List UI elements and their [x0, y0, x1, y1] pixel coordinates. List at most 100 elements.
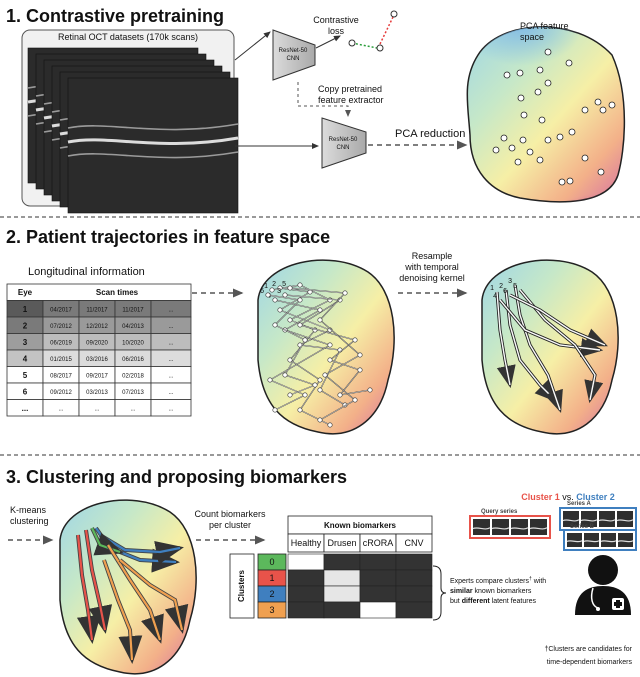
biomarker-col-header: cRORA [363, 538, 394, 548]
resample-label-1: Resample [412, 251, 453, 261]
table-cell-time: ... [168, 374, 173, 380]
raw-trajectory: 6 [260, 288, 318, 398]
heatmap-cell [323, 585, 361, 603]
oct-scan-stack [27, 47, 239, 214]
pca-points [492, 48, 616, 186]
pca-point [581, 106, 589, 114]
table-cell-time: ... [168, 407, 173, 413]
heatmap-cell [287, 569, 325, 587]
pca-point [544, 136, 552, 144]
contrastive-loss-glyph [348, 10, 398, 52]
table-cell-time: ... [58, 407, 63, 413]
heatmap-cell [287, 585, 325, 603]
experts-line-3: but different latent features [450, 598, 536, 605]
pca-point [568, 128, 576, 136]
cnn1-label-1: ResNet-50 [279, 48, 308, 54]
heatmap-cell [287, 553, 325, 571]
cnn2-label-2: CNN [337, 145, 350, 151]
pca-point [534, 88, 542, 96]
longitudinal-label: Longitudinal information [28, 266, 145, 278]
experts-line-2: similar known biomarkers [450, 588, 532, 595]
pca-feature-space: PCA feature space [466, 21, 626, 203]
table-header-eye: Eye [18, 288, 33, 297]
trajectory-number: 2 [499, 283, 503, 290]
copy-label-1: Copy pretrained [318, 84, 382, 94]
table-cell-eye: 6 [23, 388, 28, 397]
pca-reduction-label: PCA reduction [395, 128, 465, 140]
pca-point [503, 71, 511, 79]
table-cell-time: 12/2012 [86, 324, 108, 330]
cluster-trajectory [90, 527, 124, 556]
cluster-row: 1 [257, 569, 433, 587]
cluster-row: 3 [257, 601, 433, 619]
resample-label-2: with temporal [404, 262, 459, 272]
heatmap-cell [323, 569, 361, 587]
table-cell-time: ... [94, 407, 99, 413]
pca-point [500, 134, 508, 142]
pca-point [538, 116, 546, 124]
kmeans-label-2: clustering [10, 516, 49, 526]
smoothed-trajectory: 1 [490, 285, 516, 389]
trajectory-number: 2 [272, 281, 276, 288]
cluster-trajectory [106, 543, 164, 644]
cluster-id: 0 [269, 557, 274, 567]
cluster-row: 0 [257, 553, 433, 571]
table-cell-eye: 4 [23, 355, 28, 364]
cluster-compare-title: Cluster 1 vs. Cluster 2 [521, 492, 615, 502]
experts-line-1: Experts compare clusters† with [450, 576, 546, 585]
oct-thumbnail [600, 533, 617, 547]
heatmap-cell [359, 601, 397, 619]
pca-point [565, 59, 573, 67]
heatmap-cell [359, 553, 397, 571]
cluster-trajectory [84, 529, 113, 634]
oct-thumbnail [566, 533, 583, 547]
table-cell-time: ... [168, 341, 173, 347]
heatmap-cell [395, 569, 433, 587]
table-cell-time: 06/2019 [50, 341, 72, 347]
pca-point [516, 69, 524, 77]
heatmap-cell [395, 585, 433, 603]
heatmap-cell [359, 585, 397, 603]
pca-space-label-2: space [520, 32, 544, 42]
brace [432, 565, 447, 621]
contrastive-loss-label-1: Contrastive [313, 15, 359, 25]
oct-thumbnail [491, 519, 510, 535]
cluster-row: 2 [257, 585, 433, 603]
pca-space-label-1: PCA feature [520, 21, 569, 31]
table-cell-eye: 5 [23, 371, 28, 380]
heatmap-cell [323, 553, 361, 571]
pca-point [558, 178, 566, 186]
clusters-axis-label: Clusters [237, 569, 246, 602]
table-cell-time: 08/2017 [50, 374, 72, 380]
oct-scan [67, 77, 239, 214]
pca-point [514, 158, 522, 166]
oct-thumbnail [529, 519, 548, 535]
count-label-2: per cluster [209, 520, 251, 530]
pca-point [492, 146, 500, 154]
raw-trajectory: 2 [272, 281, 348, 408]
count-label-1: Count biomarkers [194, 509, 266, 519]
trajectory-number: 3 [508, 278, 512, 285]
oct-thumbnail [616, 511, 634, 527]
table-cell-time: 07/2012 [50, 324, 72, 330]
biomarker-col-header: Healthy [291, 538, 322, 548]
smoothed-trajectory: 3 [508, 278, 563, 414]
trajectory-number: 1 [264, 283, 268, 290]
pca-point [520, 111, 528, 119]
table-cell-time: ... [168, 324, 173, 330]
datasets-label: Retinal OCT datasets (170k scans) [58, 32, 198, 42]
oct-thumbnail [580, 511, 598, 527]
table-cell-time: 04/2013 [122, 324, 144, 330]
trajectory-number: 6 [260, 288, 264, 295]
cluster-id: 2 [269, 589, 274, 599]
table-cell-time: 09/2012 [50, 390, 72, 396]
trajectory-number: 5 [513, 283, 517, 290]
resample-label-3: denoising kernel [399, 273, 465, 283]
